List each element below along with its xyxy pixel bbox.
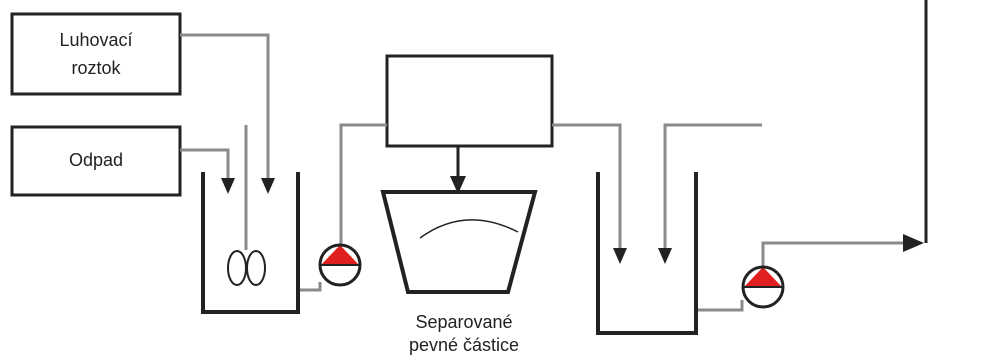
leach-solution-label-line2: roztok xyxy=(71,58,121,78)
pipe-leach-to-tank xyxy=(180,33,270,178)
pipe-tank2-to-pump2 xyxy=(696,300,744,312)
separator-box xyxy=(385,54,554,148)
pipe-waste-to-tank xyxy=(180,148,230,178)
arrow-down-icon xyxy=(658,248,672,264)
pump-icon xyxy=(318,243,362,287)
collection-tank xyxy=(596,172,698,335)
arrow-down-icon xyxy=(221,178,235,194)
pipe-separator-to-tank2 xyxy=(552,123,622,248)
pipe-pump1-to-separator xyxy=(339,123,387,245)
separated-solids-label-line2: pevné částice xyxy=(409,335,519,355)
leach-solution-box xyxy=(10,12,182,96)
mixer-icon xyxy=(227,250,266,286)
pipe-pump2-to-outlet xyxy=(761,241,905,267)
mixing-tank xyxy=(201,172,300,314)
pipe-feed-to-tank2 xyxy=(663,123,762,248)
arrow-right-icon xyxy=(903,234,924,252)
leach-solution-label-line1: Luhovací xyxy=(59,30,132,50)
waste-label: Odpad xyxy=(69,150,123,170)
pipe-tank-to-pump1 xyxy=(298,282,322,292)
pump-icon xyxy=(741,265,785,309)
arrows xyxy=(221,146,924,264)
separator-vessel xyxy=(380,190,538,294)
waste-box xyxy=(10,125,182,197)
arrow-down-icon xyxy=(613,248,627,264)
separated-solids-label-line1: Separované xyxy=(415,312,512,332)
pipes xyxy=(180,33,905,312)
arrow-down-icon xyxy=(261,178,275,194)
arrow-down-icon xyxy=(450,176,466,194)
